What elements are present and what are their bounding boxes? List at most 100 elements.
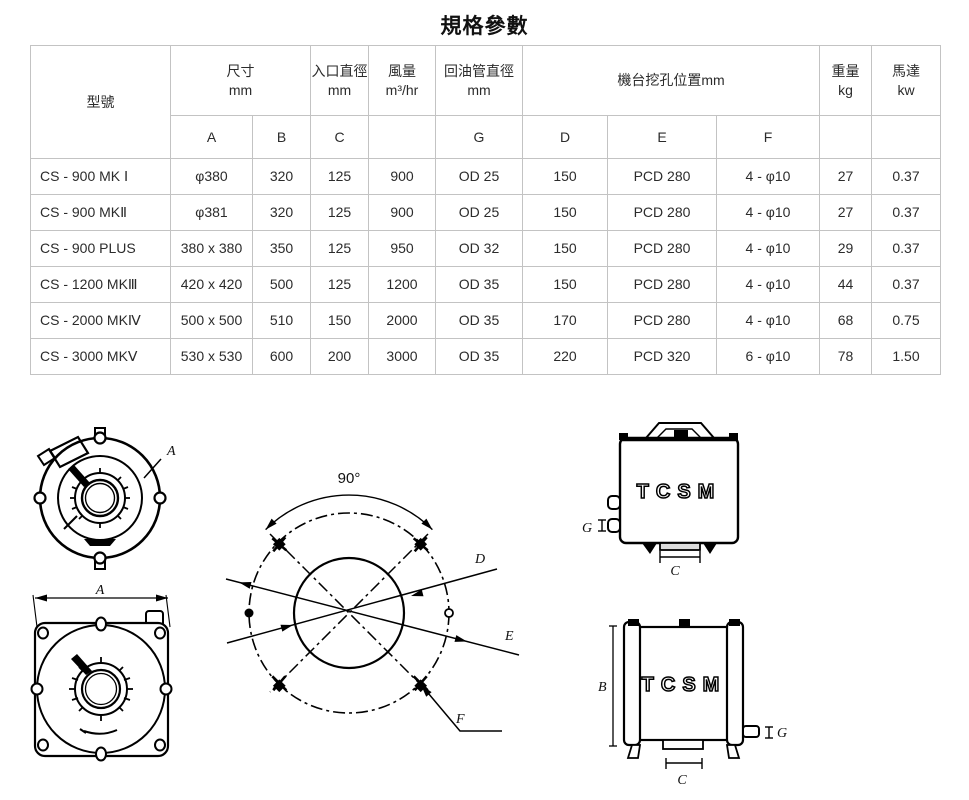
brand-label: TCSM bbox=[642, 674, 727, 696]
cell-airflow: 1200 bbox=[368, 266, 436, 303]
cell-a: 420 x 420 bbox=[170, 266, 253, 303]
cell-b: 600 bbox=[252, 338, 311, 375]
cell-weight: 68 bbox=[819, 302, 872, 339]
dim-label-e: E bbox=[504, 629, 514, 644]
cell-e: PCD 280 bbox=[607, 302, 717, 339]
cell-e: PCD 280 bbox=[607, 230, 717, 267]
cell-airflow: 950 bbox=[368, 230, 436, 267]
cell-airflow: 900 bbox=[368, 158, 436, 195]
cell-model: CS - 900 MK Ⅰ bbox=[30, 158, 171, 195]
dim-label-b: B bbox=[598, 680, 607, 695]
cell-weight: 27 bbox=[819, 194, 872, 231]
cell-f: 6 - φ10 bbox=[716, 338, 820, 375]
side-view-rear-drawing: TCSM B G C bbox=[598, 619, 787, 788]
cell-model: CS - 900 PLUS bbox=[30, 230, 171, 267]
cell-g: OD 35 bbox=[435, 302, 523, 339]
cell-g: OD 35 bbox=[435, 338, 523, 375]
cell-d: 150 bbox=[522, 266, 608, 303]
cell-motor: 0.37 bbox=[871, 158, 941, 195]
col-header-model: 型號 bbox=[30, 45, 171, 159]
sub-header-airflow-empty bbox=[368, 115, 436, 159]
cell-b: 320 bbox=[252, 158, 311, 195]
cell-f: 4 - φ10 bbox=[716, 158, 820, 195]
cell-f: 4 - φ10 bbox=[716, 266, 820, 303]
table-row: CS - 1200 MKⅢ 420 x 420 500 125 1200 OD … bbox=[30, 266, 941, 303]
dim-label-c: C bbox=[670, 564, 680, 578]
cell-e: PCD 280 bbox=[607, 194, 717, 231]
table-row: CS - 3000 MKⅤ 530 x 530 600 200 3000 OD … bbox=[30, 338, 941, 375]
cell-motor: 0.37 bbox=[871, 194, 941, 231]
cell-model: CS - 3000 MKⅤ bbox=[30, 338, 171, 375]
dim-label-d: D bbox=[474, 552, 485, 567]
cell-d: 170 bbox=[522, 302, 608, 339]
dim-label-f: F bbox=[455, 712, 465, 727]
sub-header-weight-empty bbox=[819, 115, 872, 159]
cell-weight: 27 bbox=[819, 158, 872, 195]
cell-g: OD 25 bbox=[435, 194, 523, 231]
cell-weight: 78 bbox=[819, 338, 872, 375]
cell-e: PCD 320 bbox=[607, 338, 717, 375]
cell-e: PCD 280 bbox=[607, 158, 717, 195]
dim-label-a: A bbox=[166, 444, 176, 459]
cell-a: 500 x 500 bbox=[170, 302, 253, 339]
cell-airflow: 3000 bbox=[368, 338, 436, 375]
sub-header-motor-empty bbox=[871, 115, 941, 159]
fan-top-view-drawing: A bbox=[33, 427, 176, 570]
cell-weight: 44 bbox=[819, 266, 872, 303]
sub-header-b: B bbox=[252, 115, 311, 159]
cell-model: CS - 900 MKⅡ bbox=[30, 194, 171, 231]
cell-c: 150 bbox=[310, 302, 369, 339]
cell-model: CS - 2000 MKⅣ bbox=[30, 302, 171, 339]
sub-header-a: A bbox=[170, 115, 253, 159]
cell-weight: 29 bbox=[819, 230, 872, 267]
cell-g: OD 35 bbox=[435, 266, 523, 303]
table-row: CS - 900 MKⅡ φ381 320 125 900 OD 25 150 … bbox=[30, 194, 941, 231]
cell-c: 125 bbox=[310, 266, 369, 303]
dim-label-g: G bbox=[777, 726, 787, 741]
angle-label: 90° bbox=[338, 470, 361, 487]
fan-flange-view-drawing: A bbox=[30, 583, 173, 762]
sub-header-e: E bbox=[607, 115, 717, 159]
cell-motor: 0.37 bbox=[871, 266, 941, 303]
cell-airflow: 2000 bbox=[368, 302, 436, 339]
cell-model: CS - 1200 MKⅢ bbox=[30, 266, 171, 303]
sub-header-g: G bbox=[435, 115, 523, 159]
cell-motor: 0.75 bbox=[871, 302, 941, 339]
cell-airflow: 900 bbox=[368, 194, 436, 231]
cell-f: 4 - φ10 bbox=[716, 302, 820, 339]
cell-c: 125 bbox=[310, 194, 369, 231]
sub-header-f: F bbox=[716, 115, 820, 159]
dim-label-a: A bbox=[95, 583, 105, 598]
cell-d: 150 bbox=[522, 158, 608, 195]
cell-f: 4 - φ10 bbox=[716, 230, 820, 267]
cell-d: 150 bbox=[522, 230, 608, 267]
dim-label-c: C bbox=[677, 773, 687, 788]
sub-header-c: C bbox=[310, 115, 369, 159]
cell-b: 350 bbox=[252, 230, 311, 267]
cell-c: 200 bbox=[310, 338, 369, 375]
side-view-front-drawing: TCSM G C bbox=[582, 422, 740, 578]
hole-position-diagram: 90° D E F bbox=[225, 470, 520, 732]
cell-a: φ381 bbox=[170, 194, 253, 231]
cell-e: PCD 280 bbox=[607, 266, 717, 303]
col-header-hole-positions: 機台挖孔位置mm bbox=[522, 45, 820, 116]
cell-a: 530 x 530 bbox=[170, 338, 253, 375]
cell-motor: 0.37 bbox=[871, 230, 941, 267]
cell-f: 4 - φ10 bbox=[716, 194, 820, 231]
cell-d: 220 bbox=[522, 338, 608, 375]
cell-g: OD 25 bbox=[435, 158, 523, 195]
cell-c: 125 bbox=[310, 230, 369, 267]
cell-motor: 1.50 bbox=[871, 338, 941, 375]
cell-c: 125 bbox=[310, 158, 369, 195]
cell-g: OD 32 bbox=[435, 230, 523, 267]
table-row: CS - 900 MK Ⅰ φ380 320 125 900 OD 25 150… bbox=[30, 158, 941, 195]
cell-a: 380 x 380 bbox=[170, 230, 253, 267]
brand-label: TCSM bbox=[637, 481, 722, 503]
